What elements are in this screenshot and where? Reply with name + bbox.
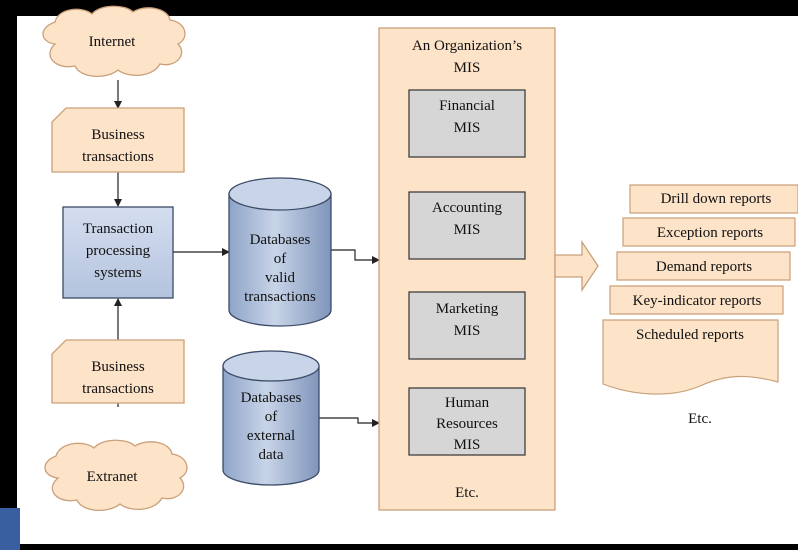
accounting-mis-line-2: MIS [454,222,481,238]
edge-valid-db-to-mis [330,249,380,264]
tps-line-1: Transaction [83,221,154,237]
external-db-line-3: external [247,428,295,444]
report-drill-down-label: Drill down reports [661,191,772,207]
edge-external-db-to-mis [318,417,380,427]
organization-title-line-1: An Organization’s [412,38,522,54]
module-accounting-mis: Accounting MIS [408,191,526,260]
extranet-cloud: Extranet [44,439,188,511]
report-scheduled-label: Scheduled reports [636,327,744,343]
report-key-indicator-label: Key-indicator reports [633,293,762,309]
hr-mis-line-1: Human [445,395,490,411]
report-exception: Exception reports [622,217,796,247]
valid-db-line-1: Databases [250,232,311,248]
external-db-line-2: of [265,409,278,425]
valid-db-line-4: transactions [244,289,316,305]
report-exception-label: Exception reports [657,225,763,241]
financial-mis-line-2: MIS [454,120,481,136]
business-transactions-top-line-2: transactions [82,149,154,165]
report-demand-label: Demand reports [656,259,752,275]
module-human-resources-mis: Human Resources MIS [408,387,526,456]
valid-db-line-2: of [274,251,287,267]
business-transactions-top-line-1: Business [91,127,145,143]
business-transactions-bottom: Business transactions [51,339,185,404]
report-scheduled: Scheduled reports [602,319,779,395]
valid-db-line-3: valid [265,270,295,286]
module-financial-mis: Financial MIS [408,89,526,158]
business-transactions-bottom-line-1: Business [91,359,145,375]
report-drill-down: Drill down reports [629,184,798,214]
tps-line-3: systems [94,265,142,281]
financial-mis-line-1: Financial [439,98,495,114]
external-db-line-4: data [259,447,284,463]
organization-etc: Etc. [455,485,479,501]
hr-mis-line-2: Resources [436,416,498,432]
reports-etc: Etc. [688,411,712,427]
marketing-mis-line-2: MIS [454,323,481,339]
business-transactions-bottom-line-2: transactions [82,381,154,397]
business-transactions-top: Business transactions [51,107,185,173]
internet-cloud: Internet [42,5,186,77]
tps-line-2: processing [86,243,151,259]
database-external-data: Databases of external data [222,350,320,486]
hr-mis-line-3: MIS [454,437,481,453]
marketing-mis-line-1: Marketing [436,301,499,317]
external-db-line-1: Databases [241,390,302,406]
extranet-label: Extranet [87,469,139,485]
module-marketing-mis: Marketing MIS [408,291,526,360]
database-valid-transactions: Databases of valid transactions [228,177,332,327]
accounting-mis-line-1: Accounting [432,200,502,216]
report-key-indicator: Key-indicator reports [609,285,784,315]
report-demand: Demand reports [616,251,791,281]
block-arrow-to-reports [554,239,599,293]
organization-title-line-2: MIS [454,60,481,76]
corner-decoration [0,508,20,550]
organization-mis-container: An Organization’s MIS Financial MIS Acco… [378,27,556,511]
transaction-processing-systems-box: Transaction processing systems [62,206,174,299]
internet-label: Internet [89,34,136,50]
reports-stack: Drill down reports Exception reports Dem… [602,184,798,427]
